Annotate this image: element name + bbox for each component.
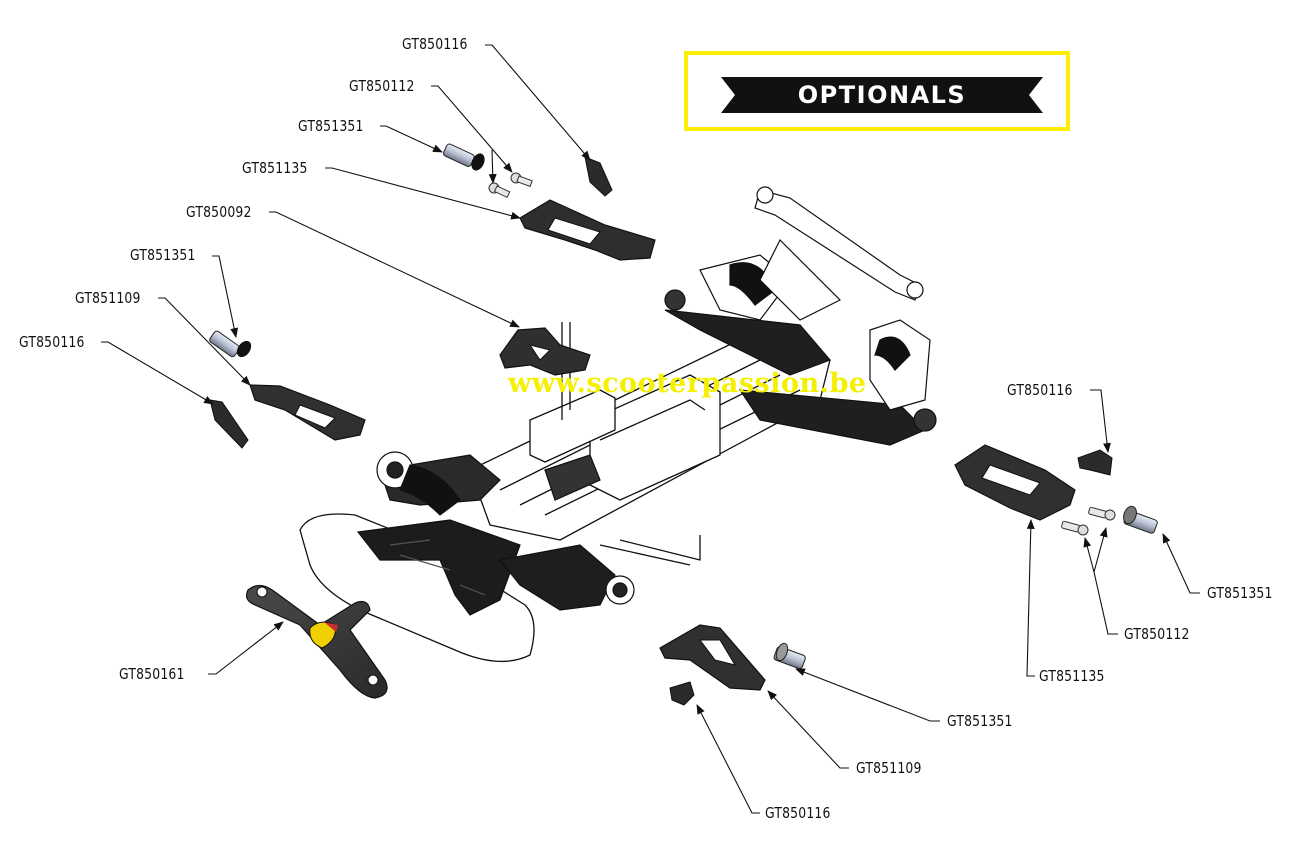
part-arm-insert-top xyxy=(584,156,613,197)
callout-label: GT851109 xyxy=(75,289,141,307)
part-arm-insert-lower xyxy=(669,681,695,706)
part-arm-insert-left xyxy=(209,399,249,449)
callout-label: GT850092 xyxy=(186,203,252,221)
part-arm-insert-right xyxy=(1077,449,1113,476)
callout-label: GT851135 xyxy=(1039,667,1105,685)
part-hinge-pin-lower xyxy=(773,642,806,670)
callout-label: GT850161 xyxy=(119,665,185,683)
part-ball-studs-right xyxy=(1061,506,1116,536)
callout-label: GT851351 xyxy=(1207,584,1273,602)
callout-label: GT850112 xyxy=(1124,625,1190,643)
callout-label: GT851135 xyxy=(242,159,308,177)
front-suspension xyxy=(356,451,635,616)
callout-label: GT851351 xyxy=(130,246,196,264)
callout-label: GT850116 xyxy=(1007,381,1073,399)
optionals-title: OPTIONALS xyxy=(797,81,967,109)
front-bumper-foam xyxy=(299,513,535,663)
optionals-title-frame: OPTIONALS xyxy=(684,51,1070,131)
callout-label: GT851351 xyxy=(947,712,1013,730)
part-hinge-pin-top xyxy=(442,143,485,171)
part-hinge-pin-left xyxy=(209,330,252,358)
callout-label: GT850116 xyxy=(19,333,85,351)
callout-label: GT850116 xyxy=(765,804,831,822)
callout-label: GT850116 xyxy=(402,35,468,53)
leader-lines xyxy=(101,44,1200,814)
callout-label: GT851109 xyxy=(856,759,922,777)
part-hinge-pin-right xyxy=(1123,505,1158,534)
rear-suspension xyxy=(664,186,937,446)
ribbon-banner xyxy=(721,77,1043,113)
part-ball-studs-top xyxy=(488,172,533,199)
part-bumper-plate xyxy=(245,584,388,699)
callout-label: GT850112 xyxy=(349,77,415,95)
callout-label: GT851351 xyxy=(298,117,364,135)
watermark-text: www.scooterpassion.be xyxy=(508,368,867,399)
